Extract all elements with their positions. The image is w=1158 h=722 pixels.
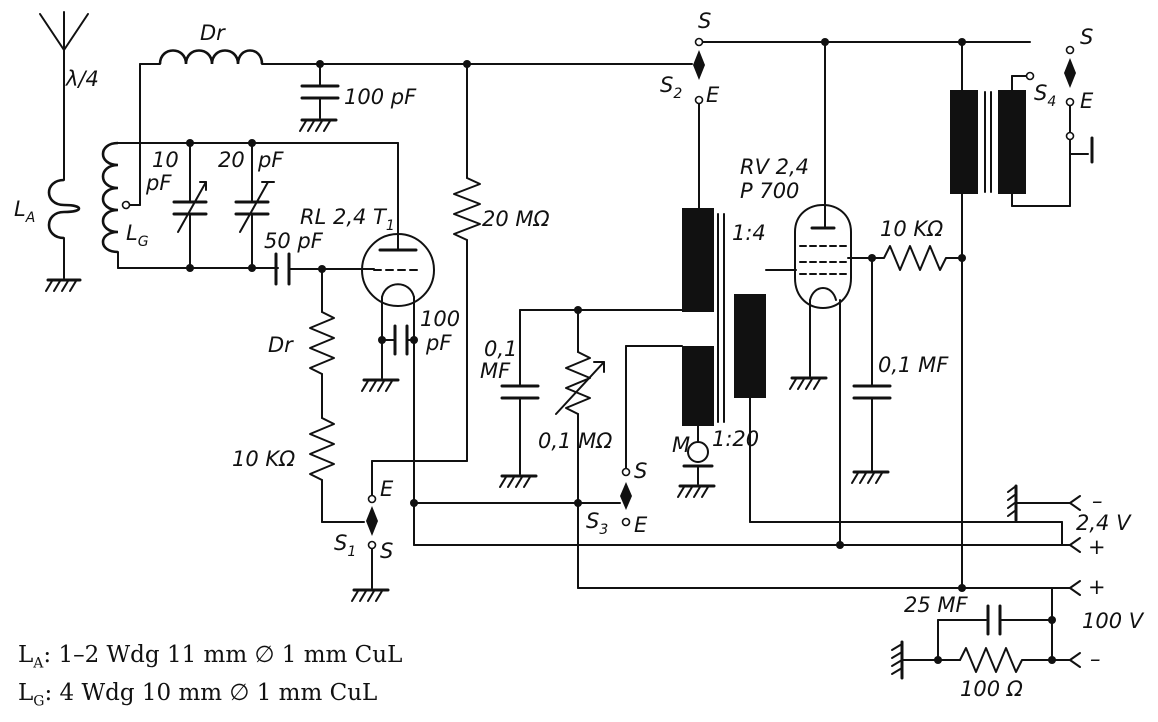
resistor-20m xyxy=(453,177,481,241)
label-cap-100-value: 100 xyxy=(420,307,460,331)
label-plus-100v: + xyxy=(1088,575,1106,599)
capacitor-01mf-left xyxy=(500,309,540,475)
rf-choke-dr-top xyxy=(158,49,264,65)
label-cap-10-unit: pF xyxy=(145,171,172,195)
label-tube2-line2: P 700 xyxy=(740,179,799,203)
label-minus-24v: – xyxy=(1092,489,1103,513)
footnote-lg-text: : 4 Wdg 10 mm ∅ 1 mm CuL xyxy=(44,680,378,706)
footnote-la-symbol: L xyxy=(18,642,34,668)
output-transformer xyxy=(950,90,1026,194)
resistor-10k-right xyxy=(871,245,963,271)
switch-s1 xyxy=(366,494,378,550)
capacitor-100pf-filament xyxy=(381,324,415,356)
label-minus-100v: – xyxy=(1090,647,1101,671)
label-s2: S2 xyxy=(660,73,682,102)
label-s1-e: E xyxy=(380,477,394,501)
potentiometer-01m xyxy=(565,351,591,415)
label-supply-100v: 100 V xyxy=(1082,609,1145,633)
footnote-la: LA: 1–2 Wdg 11 mm ∅ 1 mm CuL xyxy=(18,642,402,672)
grid-coil-lg xyxy=(101,141,119,254)
label-cap-25mf: 25 MF xyxy=(904,593,969,617)
label-lg: LG xyxy=(126,221,149,250)
footnote-lg-sub: G xyxy=(33,693,45,710)
antenna-symbol xyxy=(39,11,89,181)
footnote-la-text: : 1–2 Wdg 11 mm ∅ 1 mm CuL xyxy=(43,642,403,668)
footnote-la-sub: A xyxy=(33,655,44,672)
rf-choke-dr-left xyxy=(309,311,335,375)
label-s2-e: E xyxy=(706,83,720,107)
label-supply-24v: 2,4 V xyxy=(1076,511,1132,535)
ground-symbol-antenna xyxy=(45,278,82,292)
footnote-lg: LG: 4 Wdg 10 mm ∅ 1 mm CuL xyxy=(18,680,377,710)
microphone xyxy=(682,441,714,485)
resistor-10k-left xyxy=(309,417,335,481)
label-cap-100-unit: pF xyxy=(425,331,452,355)
tube-rv24p700 xyxy=(794,204,852,309)
label-antenna: λ/4 xyxy=(65,67,99,91)
label-cap-01mf-left-1: 0,1 xyxy=(484,337,517,361)
label-res-10k-right: 10 KΩ xyxy=(880,217,943,241)
label-choke-left: Dr xyxy=(268,333,294,357)
ground-symbol-supply xyxy=(891,640,904,680)
switch-s3 xyxy=(620,467,632,527)
ground-symbol-s1 xyxy=(351,588,390,602)
label-cap-20-unit: pF xyxy=(257,148,284,172)
input-transformer xyxy=(682,208,766,426)
label-plus-24v: + xyxy=(1088,535,1106,559)
label-s1-s: S xyxy=(380,539,393,563)
switch-s2 xyxy=(693,37,705,105)
label-ratio-1-20: 1:20 xyxy=(712,427,759,451)
label-mic: M xyxy=(672,433,690,457)
label-s3: S3 xyxy=(586,509,608,538)
label-la: LA xyxy=(14,197,35,226)
label-cap-20-value: 20 xyxy=(218,148,245,172)
switch-s4 xyxy=(1064,45,1076,141)
label-s3-s: S xyxy=(634,459,647,483)
label-tube2-line1: RV 2,4 xyxy=(740,155,809,179)
label-tube1: RL 2,4 T1 xyxy=(300,205,395,234)
pot-wiper-arrow xyxy=(555,361,605,415)
capacitor-01mf-right xyxy=(852,257,892,471)
capacitor-25mf xyxy=(937,604,1053,636)
footnote-lg-symbol: L xyxy=(18,680,34,706)
label-cap-01mf-left-2: MF xyxy=(480,359,511,383)
resistor-100ohm xyxy=(959,647,1071,673)
label-cap-01mf-right: 0,1 MF xyxy=(878,353,949,377)
ground-symbol-01mf-right xyxy=(851,470,890,484)
ground-symbol-100pf xyxy=(299,118,338,132)
ground-symbol-mic xyxy=(677,484,716,498)
label-res-20m: 20 MΩ xyxy=(482,207,550,231)
label-s4-s: S xyxy=(1080,25,1093,49)
label-choke-top: Dr xyxy=(200,21,226,45)
label-ratio-1-4: 1:4 xyxy=(732,221,766,245)
label-cap-10-value: 10 xyxy=(152,148,179,172)
label-s3-e: E xyxy=(634,513,648,537)
label-res-10k-left: 10 KΩ xyxy=(232,447,295,471)
label-s4: S4 xyxy=(1034,81,1056,110)
trimmer-capacitor-10pf xyxy=(172,142,208,269)
ground-symbol-tube2 xyxy=(789,376,828,390)
capacitor-100pf-top xyxy=(300,63,340,119)
label-s1: S1 xyxy=(334,531,356,560)
antenna-coil-la xyxy=(47,178,81,240)
label-s4-e: E xyxy=(1080,89,1094,113)
label-pot-01m: 0,1 MΩ xyxy=(538,429,612,453)
speaker-jack xyxy=(1069,136,1094,207)
label-s2-s: S xyxy=(698,9,711,33)
trimmer-capacitor-20pf xyxy=(234,142,275,269)
label-res-100ohm: 100 Ω xyxy=(960,677,1023,701)
ground-symbol-01mf-left xyxy=(499,474,538,488)
label-cap-100pf: 100 pF xyxy=(344,85,417,109)
ground-symbol-tube1 xyxy=(361,378,400,392)
battery-2v4-terminals xyxy=(1007,484,1081,522)
label-cap-50pf: 50 pF xyxy=(264,229,324,253)
